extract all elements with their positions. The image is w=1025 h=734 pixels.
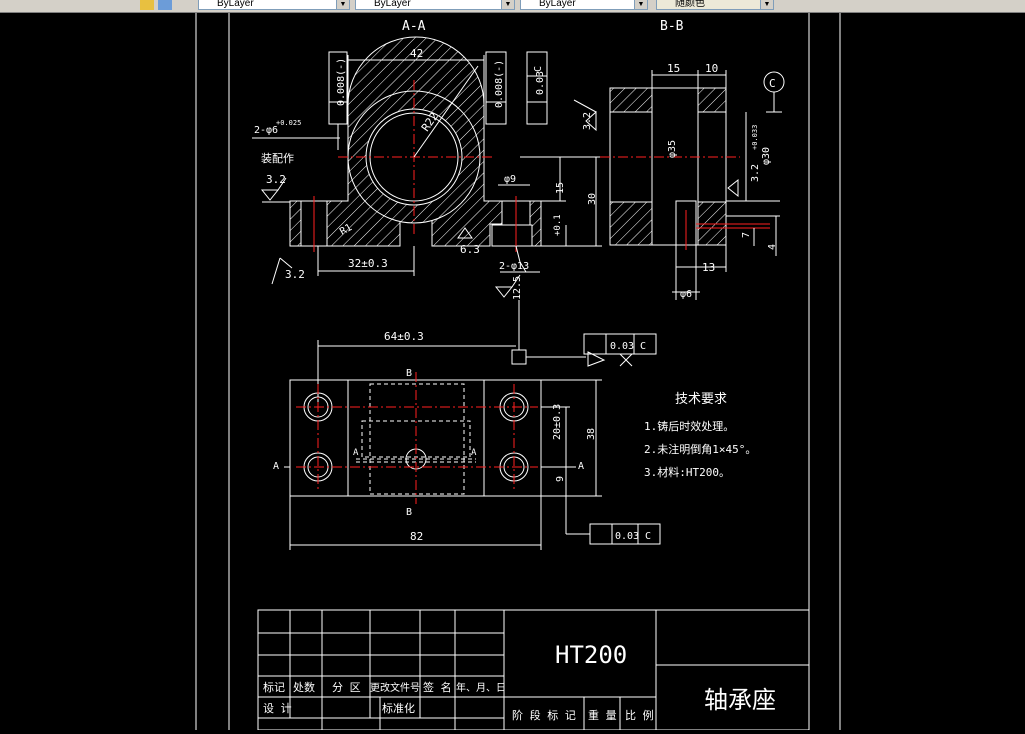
linetype-combo-value: ByLayer (374, 0, 411, 9)
title-block: 标记 处数 分 区 更改文件号 签 名 年、月、日 设 计 标准化 阶 段 标 … (257, 609, 810, 731)
tb-design: 设 计 (263, 702, 292, 715)
dim-8: +0.1 (553, 214, 563, 236)
dim-7: 7 (741, 232, 752, 238)
section-marker-a-inner-l: A (353, 448, 359, 458)
rough-32-b: 3.2 (285, 268, 305, 281)
tol-frame-2-val: 0.008(-) (494, 60, 505, 108)
tol-frame-3-ref: C (533, 66, 544, 72)
tech-req-item-1: 1.铸后时效处理。 (644, 419, 734, 433)
lineweight-combo-value: ByLayer (539, 0, 576, 9)
top-hidden-bore (369, 383, 465, 495)
dim-4: 4 (767, 244, 778, 250)
section-marker-a-right: A (578, 461, 584, 472)
tb-weight: 重 量 (588, 708, 617, 722)
datum-square (511, 349, 527, 365)
section-marker-a-inner-r: A (471, 448, 477, 458)
tol-frame-2 (485, 51, 507, 125)
chevron-down-icon[interactable]: ▼ (336, 0, 349, 9)
tol-frame-1-val: 0.008(-) (336, 58, 347, 106)
dim-bb-10: 10 (705, 62, 718, 75)
section-marker-b-bottom: B (406, 507, 412, 518)
tol-frame-3 (526, 51, 548, 125)
section-marker-a-left: A (273, 461, 279, 472)
tb-header-mark: 标记 (263, 680, 285, 694)
tol-frame-4-val: 0.03 (610, 341, 634, 352)
dim-phi30-tol: +0.033 (751, 125, 759, 150)
layer-previous-icon[interactable] (158, 0, 172, 10)
properties-toolbar: ByLayer ▼ ByLayer ▼ ByLayer ▼ 随颜色 ▼ (0, 0, 1025, 13)
lineweight-combo[interactable]: ByLayer ▼ (520, 0, 648, 10)
rough-32-a: 3.2 (266, 173, 286, 186)
top-view: 64±0.3 B B A A A A (273, 300, 661, 550)
dim-bb-phi6: φ6 (680, 289, 692, 300)
aa-right-counterbore (491, 224, 533, 247)
technical-requirements: 技术要求 1.铸后时效处理。 2.未注明倒角1×45°。 3.材料:HT200。 (644, 392, 756, 479)
dim-9b: 9 (555, 476, 566, 482)
dim-32: 32±0.3 (348, 257, 388, 270)
dim-2phi13: 2-φ13 (499, 261, 529, 272)
tb-header-sign: 签 名 (423, 680, 452, 694)
chevron-down-icon[interactable]: ▼ (634, 0, 647, 9)
section-bb-view: 15 10 φ35 φ30 +0.033 3.2 C 3.2 7 4 13 φ6 (573, 62, 785, 300)
linetype-combo[interactable]: ByLayer ▼ (355, 0, 515, 10)
tb-material: HT200 (555, 641, 627, 669)
dim-42: 42 (410, 47, 423, 60)
dim-r1: R1 (338, 222, 354, 238)
section-bb-title: B-B (660, 19, 684, 34)
tb-stage: 阶 段 标 记 (512, 708, 576, 722)
tb-part-name: 轴承座 (704, 686, 776, 714)
datum-c-label: C (769, 77, 776, 90)
layer-state-icon[interactable] (140, 0, 154, 10)
tb-header-date: 年、月、日 (456, 681, 506, 694)
dim-phi35: φ35 (667, 140, 678, 158)
color-combo[interactable]: ByLayer ▼ (198, 0, 350, 10)
tb-scale: 比 例 (625, 708, 654, 722)
rough-32-d: 3.2 (582, 112, 593, 130)
tol-frame-3-val: 0.03 (535, 71, 546, 95)
tol-frame-5-ref: C (645, 531, 651, 542)
cad-drawing: A-A B-B 42 R22 32±0.3 R1 2-φ6 (195, 13, 841, 731)
dim-phi30: φ30 (761, 147, 772, 165)
dim-bb-15: 15 (667, 62, 680, 75)
tech-req-item-2: 2.未注明倒角1×45°。 (644, 442, 756, 456)
tol-frame-4-ref: C (640, 341, 646, 352)
tech-req-item-3: 3.材料:HT200。 (644, 465, 730, 479)
tb-header-docno: 更改文件号 (370, 681, 420, 694)
assembly-note: 装配作 (261, 152, 294, 165)
tb-standard: 标准化 (382, 701, 415, 715)
plotstyle-combo-value: 随颜色 (675, 0, 705, 9)
chevron-down-icon[interactable]: ▼ (760, 0, 773, 9)
dim-82: 82 (410, 530, 423, 543)
section-aa-view: 42 R22 32±0.3 R1 2-φ6 +0.025 装配作 3.2 3.2… (252, 36, 602, 300)
drawing-canvas[interactable]: A-A B-B 42 R22 32±0.3 R1 2-φ6 (0, 13, 1025, 731)
tb-header-zone: 分 区 (332, 681, 361, 694)
rough-32-c: 3.2 (750, 164, 761, 182)
dim-20: 20±0.3 (552, 404, 563, 440)
tol-frame-5-val: 0.03 (615, 531, 639, 542)
dim-38: 38 (586, 428, 597, 440)
rough-125: 12.5 (512, 276, 523, 300)
color-combo-value: ByLayer (217, 0, 254, 9)
tech-req-title: 技术要求 (675, 392, 727, 407)
plotstyle-combo[interactable]: 随颜色 ▼ (656, 0, 774, 10)
section-marker-b-top: B (406, 368, 412, 379)
dim-phi9: φ9 (504, 174, 516, 185)
dim-13: 13 (702, 261, 715, 274)
dim-2phi6: 2-φ6 (254, 125, 278, 136)
dim-15: 15 (555, 182, 566, 194)
dim-30: 30 (587, 193, 598, 205)
chevron-down-icon[interactable]: ▼ (501, 0, 514, 9)
dim-64: 64±0.3 (384, 330, 424, 343)
section-aa-title: A-A (402, 19, 426, 34)
dim-2phi6-tol: +0.025 (276, 119, 301, 127)
rough-63: 6.3 (460, 243, 480, 256)
tb-header-count: 处数 (293, 681, 315, 694)
